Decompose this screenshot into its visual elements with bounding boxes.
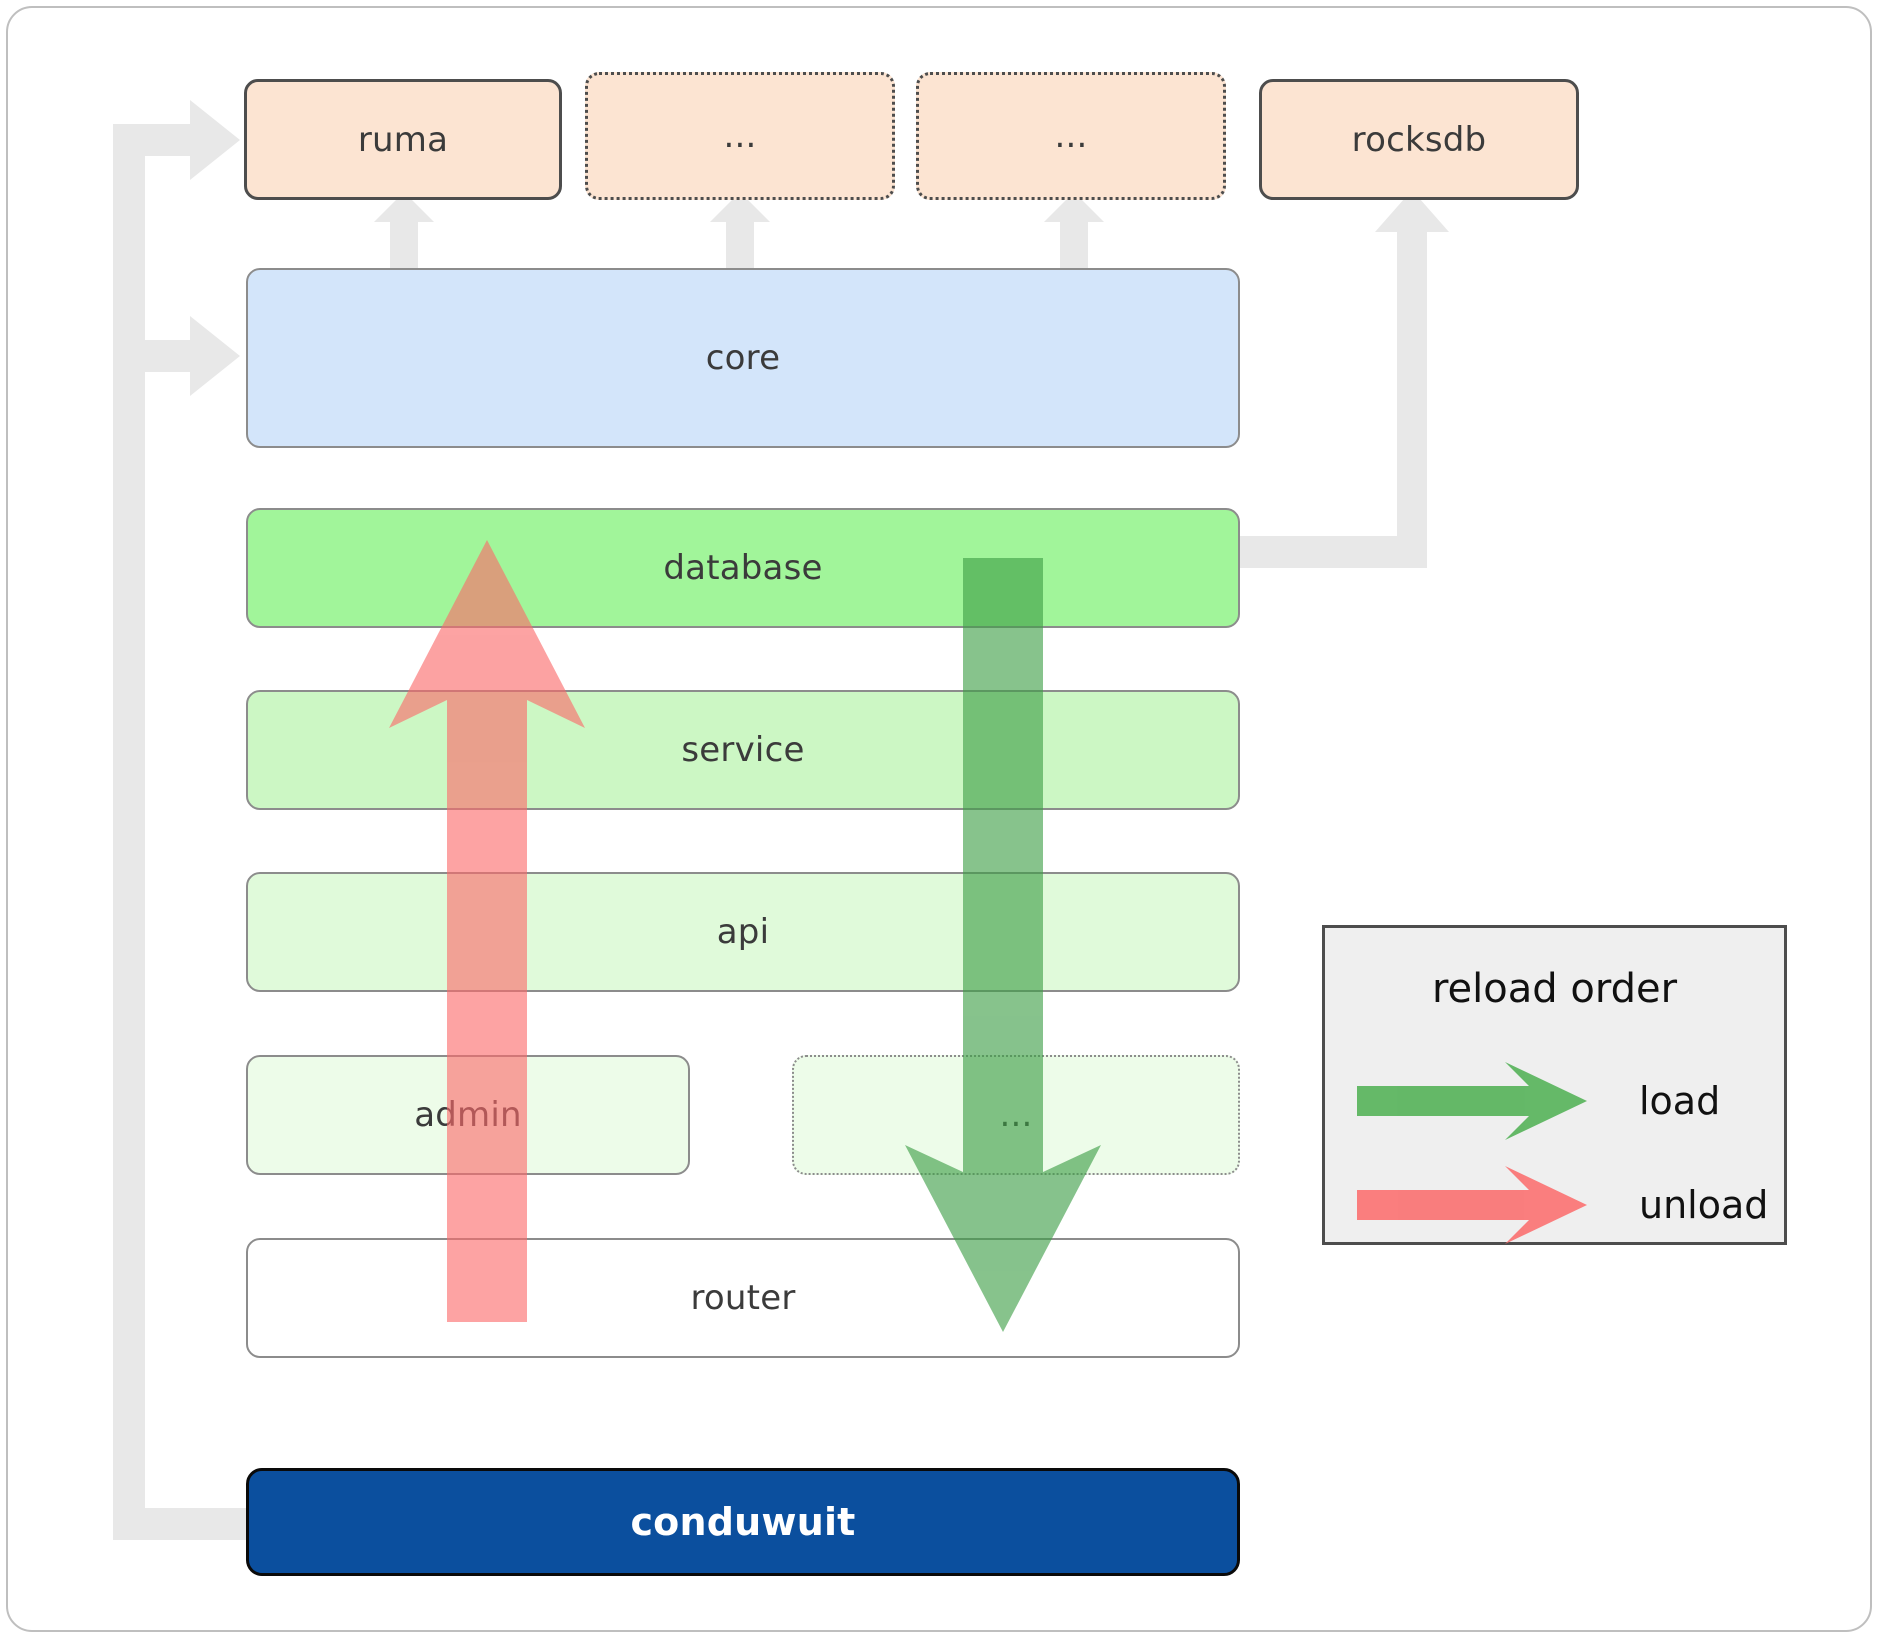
layer-label-service: service <box>681 730 805 770</box>
layer-label-core: core <box>705 338 781 378</box>
layer-label-api: api <box>716 912 770 952</box>
legend-row-load: load <box>1325 1056 1790 1146</box>
crate-label-ruma: ruma <box>357 119 449 160</box>
layer-box-database[interactable]: database <box>246 508 1240 628</box>
crate-label-ellipsis-2: ... <box>1054 116 1088 156</box>
legend-load-arrow-icon <box>1357 1062 1587 1140</box>
crate-box-ruma[interactable]: ruma <box>244 79 562 200</box>
legend-unload-arrow-icon <box>1357 1166 1587 1244</box>
crate-label-ellipsis-1: ... <box>723 116 757 156</box>
layer-label-admin: admin <box>414 1095 522 1135</box>
layer-label-admin-ellipsis: ... <box>999 1095 1033 1135</box>
layer-box-service[interactable]: service <box>246 690 1240 810</box>
root-label-conduwuit: conduwuit <box>630 1500 856 1544</box>
legend-label-load: load <box>1639 1079 1721 1123</box>
layer-label-router: router <box>690 1278 796 1318</box>
layer-box-api[interactable]: api <box>246 872 1240 992</box>
root-box-conduwuit[interactable]: conduwuit <box>246 1468 1240 1576</box>
layer-label-database: database <box>663 548 823 588</box>
diagram-frame <box>6 6 1872 1632</box>
layer-box-core[interactable]: core <box>246 268 1240 448</box>
legend-label-unload: unload <box>1639 1183 1769 1227</box>
layer-box-router[interactable]: router <box>246 1238 1240 1358</box>
legend-row-unload: unload <box>1325 1160 1790 1250</box>
layer-box-admin-ellipsis[interactable]: ... <box>792 1055 1240 1175</box>
crate-box-ellipsis-1[interactable]: ... <box>585 72 895 200</box>
legend-box: reload order load unload <box>1322 925 1787 1245</box>
legend-title: reload order <box>1431 966 1678 1012</box>
layer-box-admin[interactable]: admin <box>246 1055 690 1175</box>
crate-box-ellipsis-2[interactable]: ... <box>916 72 1226 200</box>
crate-label-rocksdb: rocksdb <box>1351 119 1487 160</box>
crate-box-rocksdb[interactable]: rocksdb <box>1259 79 1579 200</box>
